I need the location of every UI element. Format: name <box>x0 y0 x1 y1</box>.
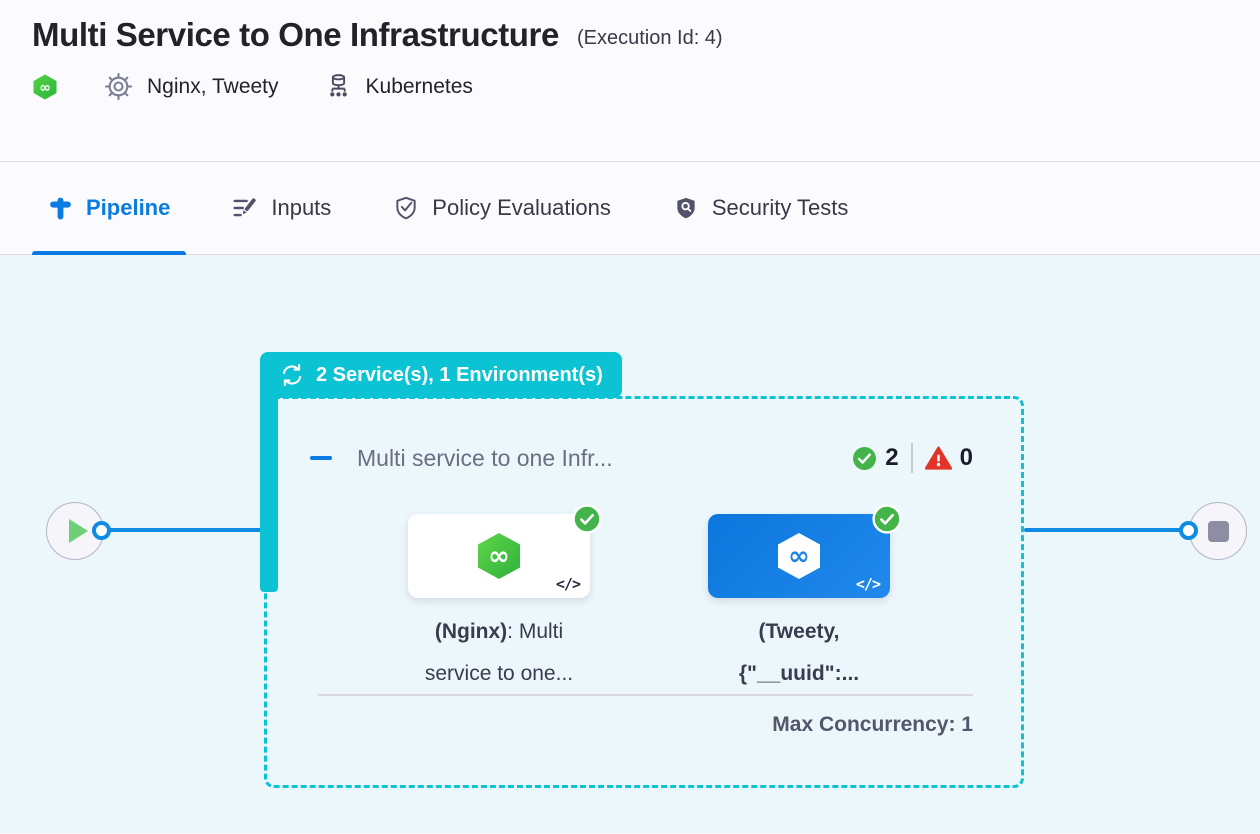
node-label-tweety: (Tweety, {"__uuid":... <box>684 611 914 695</box>
success-check-icon <box>852 446 877 471</box>
success-count: 2 <box>885 444 899 471</box>
tab-security-tests-label: Security Tests <box>711 195 849 220</box>
tab-inputs[interactable]: Inputs <box>216 162 347 254</box>
edge-stage-to-end <box>1024 528 1182 532</box>
edge-connector-ring <box>92 521 111 540</box>
service-node-tweety[interactable]: ∞ </> <box>708 504 902 598</box>
pipeline-canvas[interactable]: 2 Service(s), 1 Environment(s) Multi ser… <box>0 255 1260 833</box>
tab-policy-evaluations[interactable]: Policy Evaluations <box>377 162 627 254</box>
node-label-service-name: (Nginx) <box>434 620 508 643</box>
execution-header: Multi Service to One Infrastructure (Exe… <box>0 0 1260 162</box>
stage-group-badge[interactable]: 2 Service(s), 1 Environment(s) <box>260 352 622 398</box>
collapse-stage-button[interactable] <box>310 456 332 460</box>
max-concurrency-label: Max Concurrency: 1 <box>772 713 973 736</box>
tab-inputs-label: Inputs <box>271 195 332 220</box>
play-icon <box>68 519 88 543</box>
stage-group-side-bar <box>260 396 278 592</box>
stop-icon <box>1207 520 1229 542</box>
services-list-label: Nginx, Tweety <box>147 74 279 98</box>
node-label-service-name: (Tweety, <box>758 620 840 643</box>
stage-header-row: Multi service to one Infr... 2 <box>310 441 973 475</box>
stage-group-container[interactable] <box>264 396 1024 788</box>
edge-start-to-stage <box>104 528 262 532</box>
node-label-line2: {"__uuid":... <box>738 662 860 685</box>
harness-service-icon: ∞ <box>32 74 58 100</box>
pipeline-icon <box>48 196 73 221</box>
page-title: Multi Service to One Infrastructure <box>32 16 559 53</box>
node-success-badge <box>572 504 602 534</box>
code-icon: </> <box>555 575 581 593</box>
execution-id-label: (Execution Id: 4) <box>576 26 723 49</box>
edge-connector-ring <box>1179 521 1198 540</box>
environment-label: Kubernetes <box>365 74 473 98</box>
node-label-line2: service to one... <box>424 662 574 685</box>
failure-count: 0 <box>959 444 973 471</box>
node-label-nginx: (Nginx): Multi service to one... <box>384 611 614 695</box>
code-icon: </> <box>855 575 881 593</box>
policy-shield-check-icon <box>393 195 419 221</box>
execution-tabbar: Pipeline Inputs Policy <box>0 162 1260 255</box>
service-node-nginx[interactable]: ∞ </> <box>408 504 602 598</box>
svg-text:∞: ∞ <box>39 79 51 95</box>
inputs-icon <box>232 195 258 221</box>
tab-security-tests[interactable]: Security Tests <box>657 162 865 254</box>
stage-status-counts: 2 0 <box>852 443 973 473</box>
stage-title: Multi service to one Infr... <box>357 444 613 471</box>
harness-deploy-icon-green: ∞ <box>474 531 524 581</box>
kubernetes-infrastructure-icon <box>325 73 352 100</box>
harness-deploy-icon-white: ∞ <box>774 531 824 581</box>
tab-pipeline-label: Pipeline <box>86 195 171 220</box>
stage-footer-divider <box>318 694 973 696</box>
security-shield-scan-icon <box>673 195 699 221</box>
tab-pipeline[interactable]: Pipeline <box>32 162 187 255</box>
failure-warning-icon <box>924 445 952 472</box>
svg-text:∞: ∞ <box>788 542 810 572</box>
stage-group-badge-label: 2 Service(s), 1 Environment(s) <box>316 363 603 386</box>
svg-text:∞: ∞ <box>488 542 510 572</box>
gear-icon <box>104 72 133 101</box>
loop-strategy-icon <box>279 362 305 388</box>
node-label-rest: : Multi <box>507 620 564 643</box>
tab-policy-evaluations-label: Policy Evaluations <box>432 195 611 220</box>
count-divider <box>910 443 913 473</box>
node-success-badge <box>872 504 902 534</box>
